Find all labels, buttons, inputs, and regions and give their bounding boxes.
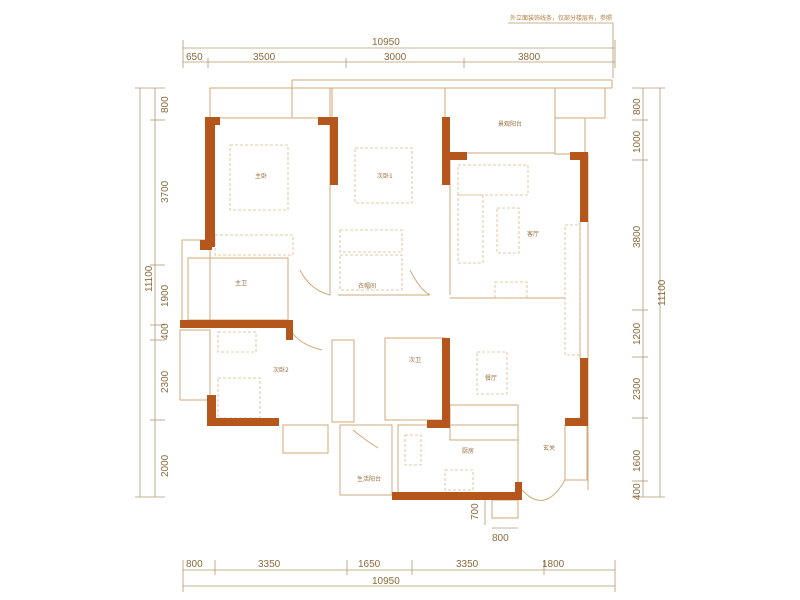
dim-left: 2000 (160, 454, 171, 477)
dim-right: 1200 (632, 322, 643, 345)
dim-top-total: 10950 (372, 37, 400, 48)
entry-dimensions: 700 800 (470, 500, 518, 544)
facade-note: 外立面装饰线条，仅部分楼层有，参照 (508, 14, 614, 78)
dim-bottom-total: 10950 (372, 576, 400, 587)
room-second-bedroom-2: 次卧2 (273, 366, 289, 374)
dim-left: 400 (160, 323, 171, 340)
dim-bottom: 3350 (258, 559, 281, 570)
left-dimensions: 11100 800 3700 1900 400 2300 2000 (135, 87, 171, 498)
dim-bottom: 1650 (358, 559, 381, 570)
dim-left: 3700 (160, 180, 171, 203)
furniture (214, 144, 581, 491)
room-landscape-balcony: 景观阳台 (498, 120, 522, 128)
dim-right: 800 (632, 98, 643, 115)
room-foyer: 玄关 (543, 444, 555, 452)
dim-entry-vertical: 700 (470, 503, 481, 520)
dim-left-total: 11100 (144, 265, 155, 292)
dim-entry-horizontal: 800 (492, 533, 509, 544)
thin-walls (179, 79, 613, 519)
room-service-balcony: 生活阳台 (357, 475, 381, 483)
dim-top: 650 (186, 52, 203, 63)
dim-left: 800 (160, 96, 171, 113)
room-second-bath: 次卫 (409, 356, 421, 364)
dim-top: 3800 (518, 52, 541, 63)
bottom-dimensions: 800 3350 1650 3350 1800 10950 (182, 559, 616, 592)
dim-left: 2300 (160, 370, 171, 393)
room-labels: 主卧 次卧1 衣帽间 客厅 景观阳台 主卫 次卧2 次卫 餐厅 厨房 生活阳台 … (235, 120, 555, 483)
dim-right-total: 11100 (657, 279, 668, 306)
dim-right: 1000 (632, 130, 643, 153)
dim-right: 400 (632, 483, 643, 500)
dim-right: 3800 (632, 225, 643, 248)
dim-bottom: 1800 (542, 559, 565, 570)
room-master-bedroom: 主卧 (255, 172, 267, 180)
room-living: 客厅 (527, 230, 539, 238)
room-dining: 餐厅 (485, 374, 497, 382)
dim-left: 1900 (160, 284, 171, 307)
room-second-bedroom-1: 次卧1 (377, 172, 393, 180)
room-cloakroom: 衣帽间 (358, 282, 376, 290)
dim-top: 3000 (384, 52, 407, 63)
dim-right: 1600 (632, 449, 643, 472)
top-dimensions: 10950 650 3500 3000 3800 (182, 37, 616, 68)
dim-bottom: 3350 (456, 559, 479, 570)
room-master-bath: 主卫 (235, 279, 247, 287)
dim-bottom: 800 (186, 559, 203, 570)
bearing-walls (180, 117, 588, 500)
dim-right: 2300 (632, 377, 643, 400)
dim-top: 3500 (253, 52, 276, 63)
facade-note-text: 外立面装饰线条，仅部分楼层有，参照 (510, 14, 612, 22)
room-kitchen: 厨房 (462, 447, 474, 455)
right-dimensions: 800 1000 3800 1200 2300 1600 400 11100 (632, 87, 668, 500)
